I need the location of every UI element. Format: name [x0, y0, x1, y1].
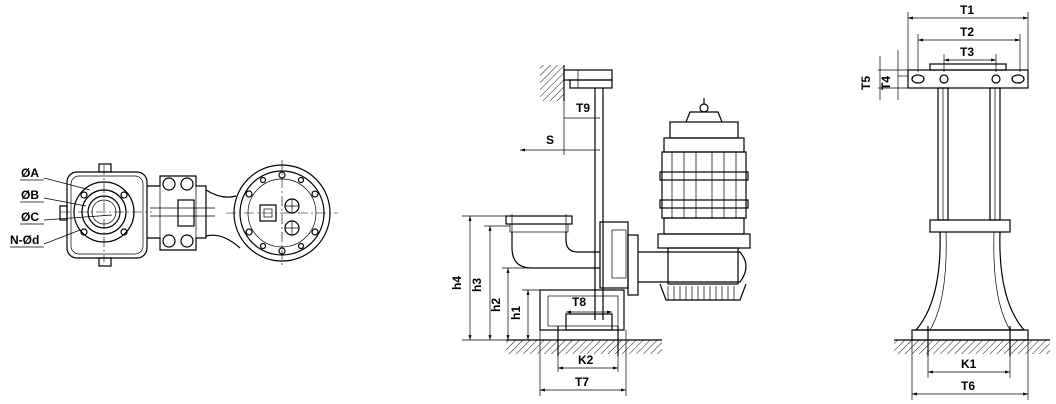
label-bolts: N-Ød: [10, 233, 39, 247]
label-t3: T3: [960, 45, 974, 59]
label-t9: T9: [576, 101, 590, 115]
label-h3: h3: [470, 278, 484, 292]
front-elevation-view: T1 T2 T3 T5 T4: [859, 3, 1050, 400]
label-h2: h2: [489, 298, 503, 312]
side-elevation-view: T9 S: [450, 65, 751, 396]
label-t8: T8: [572, 295, 586, 309]
label-t7: T7: [575, 375, 589, 389]
label-k1: K1: [961, 357, 977, 371]
label-dia-c: ØC: [21, 210, 39, 224]
label-h1: h1: [509, 306, 523, 320]
label-t2: T2: [960, 25, 974, 39]
label-dia-b: ØB: [21, 188, 39, 202]
label-dia-a: ØA: [21, 166, 39, 180]
plan-view: ØA ØB ØC N-Ød: [10, 160, 338, 267]
label-h4: h4: [450, 276, 464, 290]
strainer: [667, 286, 735, 300]
label-t5: T5: [859, 76, 873, 90]
label-t4: T4: [879, 76, 893, 90]
label-k2: K2: [578, 353, 594, 367]
label-t6: T6: [961, 379, 975, 393]
label-t1: T1: [960, 3, 974, 17]
label-s: S: [546, 133, 554, 147]
pump: [638, 98, 751, 301]
